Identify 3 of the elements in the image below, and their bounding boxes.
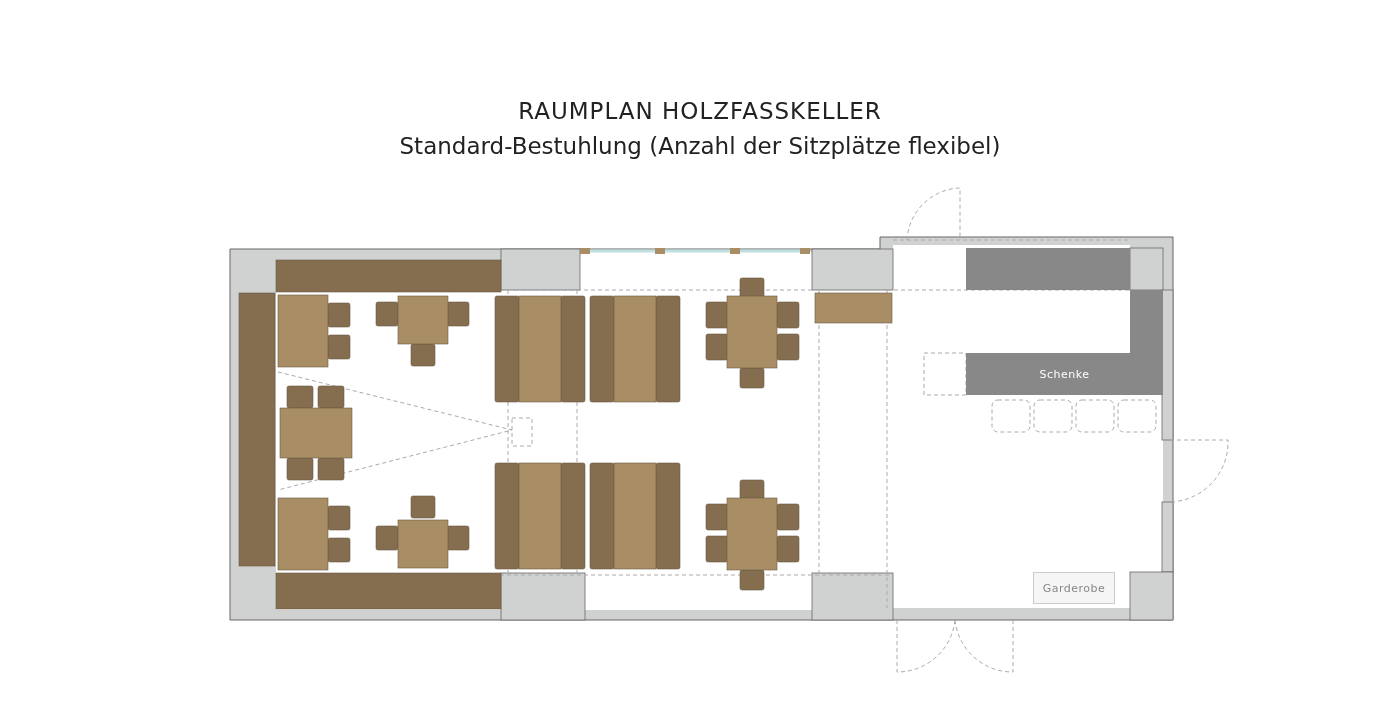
subtitle: Standard-Bestuhlung (Anzahl der Sitzplätze flexibel)	[399, 133, 1001, 159]
title: RAUMPLAN HOLZFASSKELLER	[518, 98, 882, 124]
cloakroom-box: Garderobe	[1033, 572, 1115, 604]
